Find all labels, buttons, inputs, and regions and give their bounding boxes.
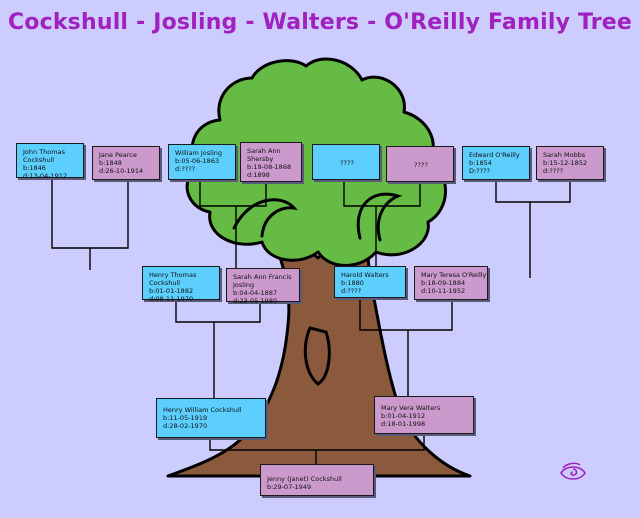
person-name: Edward O'Reilly (469, 151, 520, 159)
person-death: d:1898 (247, 171, 270, 179)
person-name: Mary Teresa O'Reilly (421, 271, 487, 279)
person-name: Sarah Ann Shersby (247, 147, 281, 163)
person-death: d:13-04-1912 (23, 172, 68, 180)
person-name: Henry William Cockshull (163, 406, 242, 414)
person-jenny-janet-cockshull: Jenny (Janet) Cockshull b:29-07-1949 (260, 464, 374, 496)
branch-curl-right (356, 192, 403, 242)
person-birth: b:19-08-1868 (247, 163, 292, 171)
person-jane-pearce: Jane Pearce b:1848 d:26-10-1914 (92, 146, 160, 180)
person-william-josling: William Josling b:05-06-1863 d:???? (168, 144, 236, 180)
person-name: Henry Thomas Cockshull (149, 271, 197, 287)
person-death: d:???? (175, 165, 196, 173)
person-name: ???? (340, 159, 354, 167)
person-mary-teresa-oreilly: Mary Teresa O'Reilly b:18-09-1884 d:10-1… (414, 266, 488, 300)
person-birth: b:15-12-1852 (543, 159, 588, 167)
person-birth: b:11-05-1919 (163, 414, 208, 422)
person-death: d:08-11-1970 (149, 295, 194, 303)
person-birth: b:18-09-1884 (421, 279, 466, 287)
person-birth: b:1846 (23, 164, 46, 172)
person-sarah-ann-francis-josling: Sarah Ann Francis Josling b:04-04-1887 d… (226, 268, 300, 305)
person-henry-thomas-cockshull: Henry Thomas Cockshull b:01-01-1882 d:08… (142, 266, 220, 303)
person-birth: b:1880 (341, 279, 364, 287)
person-birth: b:05-06-1863 (175, 157, 220, 165)
person-name: William Josling (175, 149, 223, 157)
person-birth: b:1848 (99, 159, 122, 167)
person-name: John Thomas Cockshull (23, 148, 65, 164)
person-birth: b:1854 (469, 159, 492, 167)
person-unknown-1: ???? (312, 144, 380, 180)
person-death: d:18-01-1998 (381, 420, 426, 428)
person-death: d:???? (543, 167, 564, 175)
person-name: Mary Vera Walters (381, 404, 441, 412)
person-mary-vera-walters: Mary Vera Walters b:01-04-1912 d:18-01-1… (374, 396, 474, 434)
person-death: d:28-02-1970 (163, 422, 208, 430)
person-birth: b:29-07-1949 (267, 483, 312, 491)
person-sarah-ann-shersby: Sarah Ann Shersby b:19-08-1868 d:1898 (240, 142, 302, 182)
trunk-knot (303, 326, 331, 386)
person-name: Harold Walters (341, 271, 389, 279)
person-name: Sarah Ann Francis Josling (233, 273, 292, 289)
person-death: d:26-10-1914 (99, 167, 144, 175)
person-john-thomas-cockshull: John Thomas Cockshull b:1846 d:13-04-191… (16, 143, 84, 180)
person-sarah-mobbs: Sarah Mobbs b:15-12-1852 d:???? (536, 146, 604, 180)
page-title: Cockshull - Josling - Walters - O'Reilly… (7, 10, 633, 35)
person-death: D:???? (469, 167, 490, 175)
person-name: ???? (414, 161, 428, 169)
person-birth: b:01-04-1912 (381, 412, 426, 420)
person-birth: b:04-04-1887 (233, 289, 278, 297)
person-birth: b:01-01-1882 (149, 287, 194, 295)
person-death: d:23-05-1980 (233, 297, 278, 305)
person-henry-william-cockshull: Henry William Cockshull b:11-05-1919 d:2… (156, 398, 266, 438)
person-death: d:???? (341, 287, 362, 295)
branch-curl-left (232, 198, 298, 238)
connector-lines (51, 178, 571, 464)
person-death: d:10-11-1952 (421, 287, 466, 295)
person-name: Sarah Mobbs (543, 151, 586, 159)
person-edward-oreilly: Edward O'Reilly b:1854 D:???? (462, 146, 530, 180)
person-name: Jane Pearce (99, 151, 137, 159)
person-name: Jenny (Janet) Cockshull (267, 475, 342, 483)
person-unknown-2: ???? (386, 146, 454, 182)
person-harold-walters: Harold Walters b:1880 d:???? (334, 266, 406, 298)
swirl-eye-icon (560, 462, 586, 480)
